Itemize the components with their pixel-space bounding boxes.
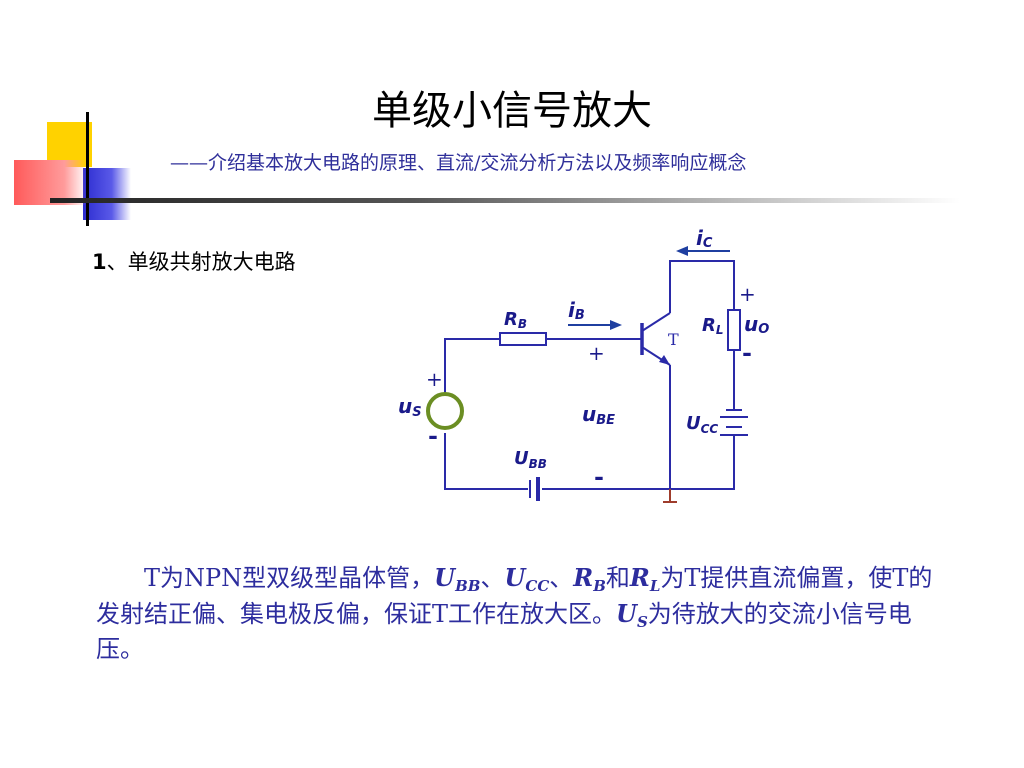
transistor-label: T	[668, 330, 679, 349]
section-number: 1	[92, 250, 107, 274]
plus-uo: +	[739, 282, 756, 306]
description-paragraph: T为NPN型双级型晶体管，UBB、UCC、RB和RL为T提供直流偏置，使T的发射…	[96, 563, 933, 663]
wire-bottom-right	[670, 445, 735, 490]
resistor-rb	[499, 332, 547, 346]
label-ubb: UBB	[514, 448, 547, 471]
label-uo: uO	[744, 312, 769, 337]
resistor-rl	[727, 309, 741, 351]
emitter-arrow-icon	[659, 355, 670, 365]
plus-ube: +	[588, 341, 605, 365]
minus-us: -	[428, 421, 438, 450]
wire-left-top	[444, 338, 500, 395]
label-ib: iB	[568, 298, 585, 323]
section-text: 、单级共射放大电路	[106, 250, 296, 274]
plus-us: +	[426, 367, 443, 391]
wire-collector-up	[669, 260, 735, 313]
ib-arrow-icon	[568, 320, 622, 330]
battery-ucc	[720, 409, 748, 445]
label-rl: RL	[702, 315, 724, 337]
wire-left-bottom	[444, 433, 528, 490]
decor-vertical-line	[86, 112, 89, 226]
label-ube: uBE	[582, 402, 615, 428]
label-ic: iC	[696, 226, 713, 251]
section-heading: 1、单级共射放大电路	[92, 246, 296, 276]
common-emitter-circuit-diagram: T iC iB RB RL uO uS uBE UCC UBB	[398, 226, 769, 503]
battery-ubb	[529, 477, 540, 501]
decor-yellow-block	[47, 122, 92, 167]
signal-source-us	[426, 392, 464, 430]
page-title: 单级小信号放大	[372, 88, 652, 134]
label-ucc: UCC	[686, 413, 718, 436]
ground-icon	[663, 489, 677, 503]
page-subtitle: ——介绍基本放大电路的原理、直流/交流分析方法以及频率响应概念	[170, 152, 747, 174]
label-us: uS	[398, 394, 422, 420]
minus-ube: -	[594, 462, 604, 491]
ic-arrow-icon	[676, 246, 730, 256]
decor-red-block	[14, 160, 86, 205]
npn-transistor	[640, 312, 671, 366]
label-rb: RB	[504, 309, 527, 331]
minus-uo: -	[742, 338, 752, 367]
decor-blue-block	[83, 168, 131, 220]
decor-horizontal-rule	[50, 198, 960, 203]
